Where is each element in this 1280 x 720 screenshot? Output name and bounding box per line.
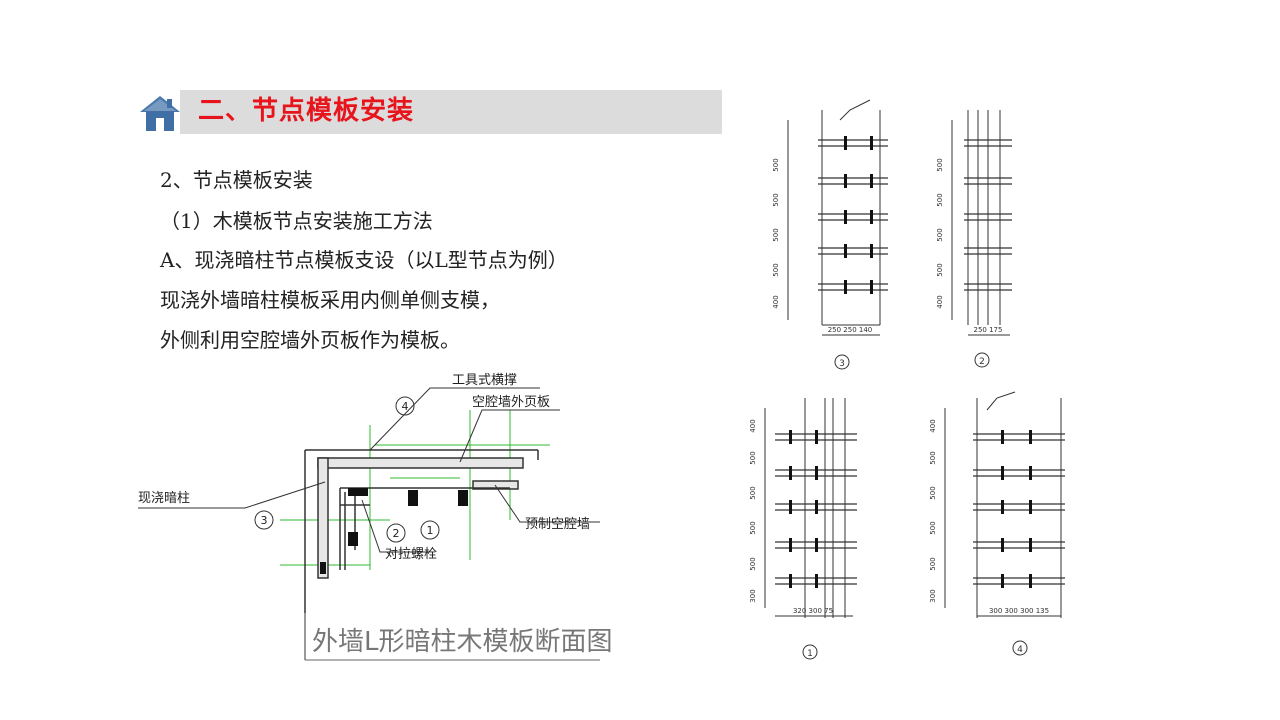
svg-text:500: 500 xyxy=(749,451,757,464)
svg-text:500: 500 xyxy=(749,486,757,499)
section-title-bar xyxy=(180,90,722,134)
svg-text:500: 500 xyxy=(772,158,780,171)
svg-text:400: 400 xyxy=(929,419,937,432)
label-cavity-outer: 空腔墙外页板 xyxy=(472,395,550,410)
content-line-1: 2、节点模板安装 xyxy=(160,168,313,192)
svg-text:500: 500 xyxy=(929,486,937,499)
label-precast-wall: 预制空腔墙 xyxy=(525,517,590,532)
svg-text:500: 500 xyxy=(772,193,780,206)
svg-text:400: 400 xyxy=(936,295,944,308)
elevation-1: 400 500 500 500 500 300 320 300 75 1 xyxy=(745,378,880,668)
svg-text:500: 500 xyxy=(936,228,944,241)
elevation-1-marker: 1 xyxy=(807,649,813,659)
elevation-3-marker: 3 xyxy=(839,359,845,369)
home-icon xyxy=(136,90,184,134)
label-tie-bolt: 对拉螺栓 xyxy=(385,547,437,562)
svg-text:320 300 75: 320 300 75 xyxy=(793,607,833,615)
marker-3: 3 xyxy=(261,514,268,527)
svg-text:400: 400 xyxy=(749,419,757,432)
label-cast-column: 现浇暗柱 xyxy=(138,491,190,506)
content-line-5: 外侧利用空腔墙外页板作为模板。 xyxy=(160,328,460,352)
marker-4: 4 xyxy=(402,400,409,413)
content-line-2: （1）木模板节点安装施工方法 xyxy=(160,209,433,233)
figure-caption: 外墙L形暗柱木模板断面图 xyxy=(312,627,613,657)
svg-text:250 250 140: 250 250 140 xyxy=(828,326,873,334)
svg-text:300: 300 xyxy=(749,589,757,602)
elevation-2: 500 500 500 500 400 250 175 2 xyxy=(930,90,1040,370)
svg-text:500: 500 xyxy=(929,557,937,570)
label-tool-brace: 工具式横撑 xyxy=(452,373,517,388)
svg-text:500: 500 xyxy=(929,451,937,464)
svg-text:500: 500 xyxy=(929,521,937,534)
elevation-3: 500 500 500 500 400 250 250 140 3 xyxy=(760,90,890,370)
svg-text:500: 500 xyxy=(936,158,944,171)
svg-text:300: 300 xyxy=(929,589,937,602)
svg-text:300 300 300 135: 300 300 300 135 xyxy=(989,607,1049,615)
svg-text:500: 500 xyxy=(772,228,780,241)
svg-text:250 175: 250 175 xyxy=(974,326,1003,334)
marker-1: 1 xyxy=(427,524,434,537)
content-line-3: A、现浇暗柱节点模板支设（以L型节点为例） xyxy=(160,248,568,272)
elevation-4: 400 500 500 500 500 300 300 300 300 135 … xyxy=(925,378,1070,668)
elevation-2-marker: 2 xyxy=(979,357,985,367)
svg-text:500: 500 xyxy=(772,263,780,276)
section-title: 二、节点模板安装 xyxy=(198,96,415,126)
marker-2: 2 xyxy=(393,527,400,540)
svg-text:500: 500 xyxy=(936,263,944,276)
svg-text:500: 500 xyxy=(749,557,757,570)
svg-text:500: 500 xyxy=(936,193,944,206)
content-line-4: 现浇外墙暗柱模板采用内侧单侧支模， xyxy=(160,288,500,312)
svg-text:500: 500 xyxy=(749,521,757,534)
section-drawing: 4 3 2 1 工具式横撑 空腔墙外页板 现浇暗柱 预制空腔墙 对拉螺栓 外墙L… xyxy=(130,370,630,670)
elevation-4-marker: 4 xyxy=(1017,645,1023,655)
svg-text:400: 400 xyxy=(772,295,780,308)
